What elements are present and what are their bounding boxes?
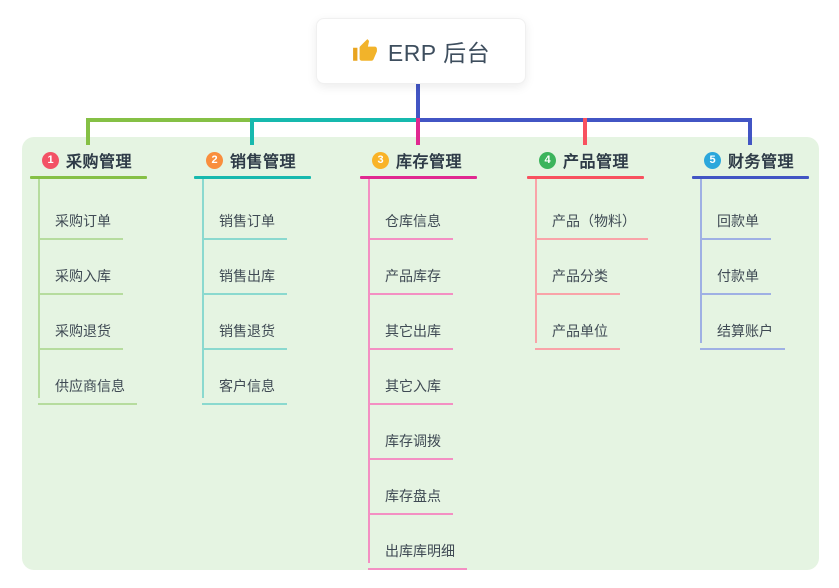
root-node[interactable]: ERP 后台	[316, 18, 526, 84]
branch-node-2[interactable]: 2 销售管理	[206, 148, 296, 172]
child-node-label: 销售退货	[219, 323, 275, 339]
branch-node-label: 销售管理	[230, 154, 297, 171]
child-node[interactable]: 其它出库	[368, 309, 453, 350]
child-node-label: 销售出库	[219, 268, 275, 284]
branch-number-badge: 5	[704, 151, 721, 169]
child-spine-line	[38, 179, 40, 398]
child-node-label: 产品分类	[552, 268, 608, 284]
child-node-label: 产品（物料）	[552, 213, 636, 229]
thumbs-up-icon	[352, 39, 377, 61]
branch-drop-line	[748, 118, 752, 145]
child-node[interactable]: 供应商信息	[38, 364, 137, 405]
root-node-label: ERP 后台	[387, 40, 491, 66]
bus-connector-line	[86, 118, 252, 122]
child-node[interactable]: 采购订单	[38, 199, 123, 240]
branch-underline	[527, 176, 644, 179]
branch-number-badge: 1	[42, 151, 59, 169]
child-node[interactable]: 产品（物料）	[535, 199, 648, 240]
branch-node-1[interactable]: 1 采购管理	[42, 148, 132, 172]
child-node[interactable]: 结算账户	[700, 309, 785, 350]
branches-panel-background	[22, 137, 819, 570]
child-spine-line	[368, 179, 370, 563]
child-node-label: 采购退货	[55, 323, 111, 339]
child-node-label: 其它出库	[385, 323, 441, 339]
branch-node-label: 库存管理	[396, 154, 463, 171]
branch-node-4[interactable]: 4 产品管理	[539, 148, 629, 172]
child-node-label: 库存调拨	[385, 433, 441, 449]
branch-number-badge: 3	[372, 151, 389, 169]
child-node-label: 供应商信息	[55, 378, 125, 394]
branch-node-label: 产品管理	[563, 154, 630, 171]
child-node-label: 产品单位	[552, 323, 608, 339]
branch-drop-line	[86, 118, 90, 145]
child-node[interactable]: 出库库明细	[368, 529, 467, 570]
branch-drop-line	[416, 118, 420, 145]
bus-connector-line	[252, 118, 418, 122]
child-node[interactable]: 产品库存	[368, 254, 453, 295]
child-node-label: 采购入库	[55, 268, 111, 284]
child-node-label: 仓库信息	[385, 213, 441, 229]
branch-drop-line	[583, 118, 587, 145]
child-spine-line	[700, 179, 702, 343]
child-node[interactable]: 客户信息	[202, 364, 287, 405]
child-node[interactable]: 销售退货	[202, 309, 287, 350]
branch-node-label: 财务管理	[728, 154, 795, 171]
child-node-label: 销售订单	[219, 213, 275, 229]
child-node[interactable]: 库存调拨	[368, 419, 453, 460]
branch-node-5[interactable]: 5 财务管理	[704, 148, 794, 172]
branch-drop-line	[250, 118, 254, 145]
child-node[interactable]: 回款单	[700, 199, 771, 240]
child-node-label: 其它入库	[385, 378, 441, 394]
child-node-label: 产品库存	[385, 268, 441, 284]
child-node-label: 回款单	[717, 213, 759, 229]
branch-underline	[30, 176, 147, 179]
branch-underline	[194, 176, 311, 179]
child-node[interactable]: 其它入库	[368, 364, 453, 405]
child-node-label: 库存盘点	[385, 488, 441, 504]
branch-node-label: 采购管理	[66, 154, 133, 171]
branch-number-badge: 2	[206, 151, 223, 169]
child-node[interactable]: 采购入库	[38, 254, 123, 295]
child-spine-line	[202, 179, 204, 398]
child-node[interactable]: 产品分类	[535, 254, 620, 295]
child-node-label: 采购订单	[55, 213, 111, 229]
child-node[interactable]: 产品单位	[535, 309, 620, 350]
root-connector-line	[416, 82, 420, 118]
child-node[interactable]: 销售订单	[202, 199, 287, 240]
child-node[interactable]: 库存盘点	[368, 474, 453, 515]
branch-underline	[360, 176, 477, 179]
child-node[interactable]: 仓库信息	[368, 199, 453, 240]
child-node-label: 客户信息	[219, 378, 275, 394]
child-node-label: 出库库明细	[385, 543, 455, 559]
child-node[interactable]: 付款单	[700, 254, 771, 295]
branch-number-badge: 4	[539, 151, 556, 169]
child-node-label: 结算账户	[717, 323, 773, 339]
branch-underline	[692, 176, 809, 179]
child-node[interactable]: 采购退货	[38, 309, 123, 350]
child-node[interactable]: 销售出库	[202, 254, 287, 295]
child-node-label: 付款单	[717, 268, 759, 284]
child-spine-line	[535, 179, 537, 343]
branch-node-3[interactable]: 3 库存管理	[372, 148, 462, 172]
